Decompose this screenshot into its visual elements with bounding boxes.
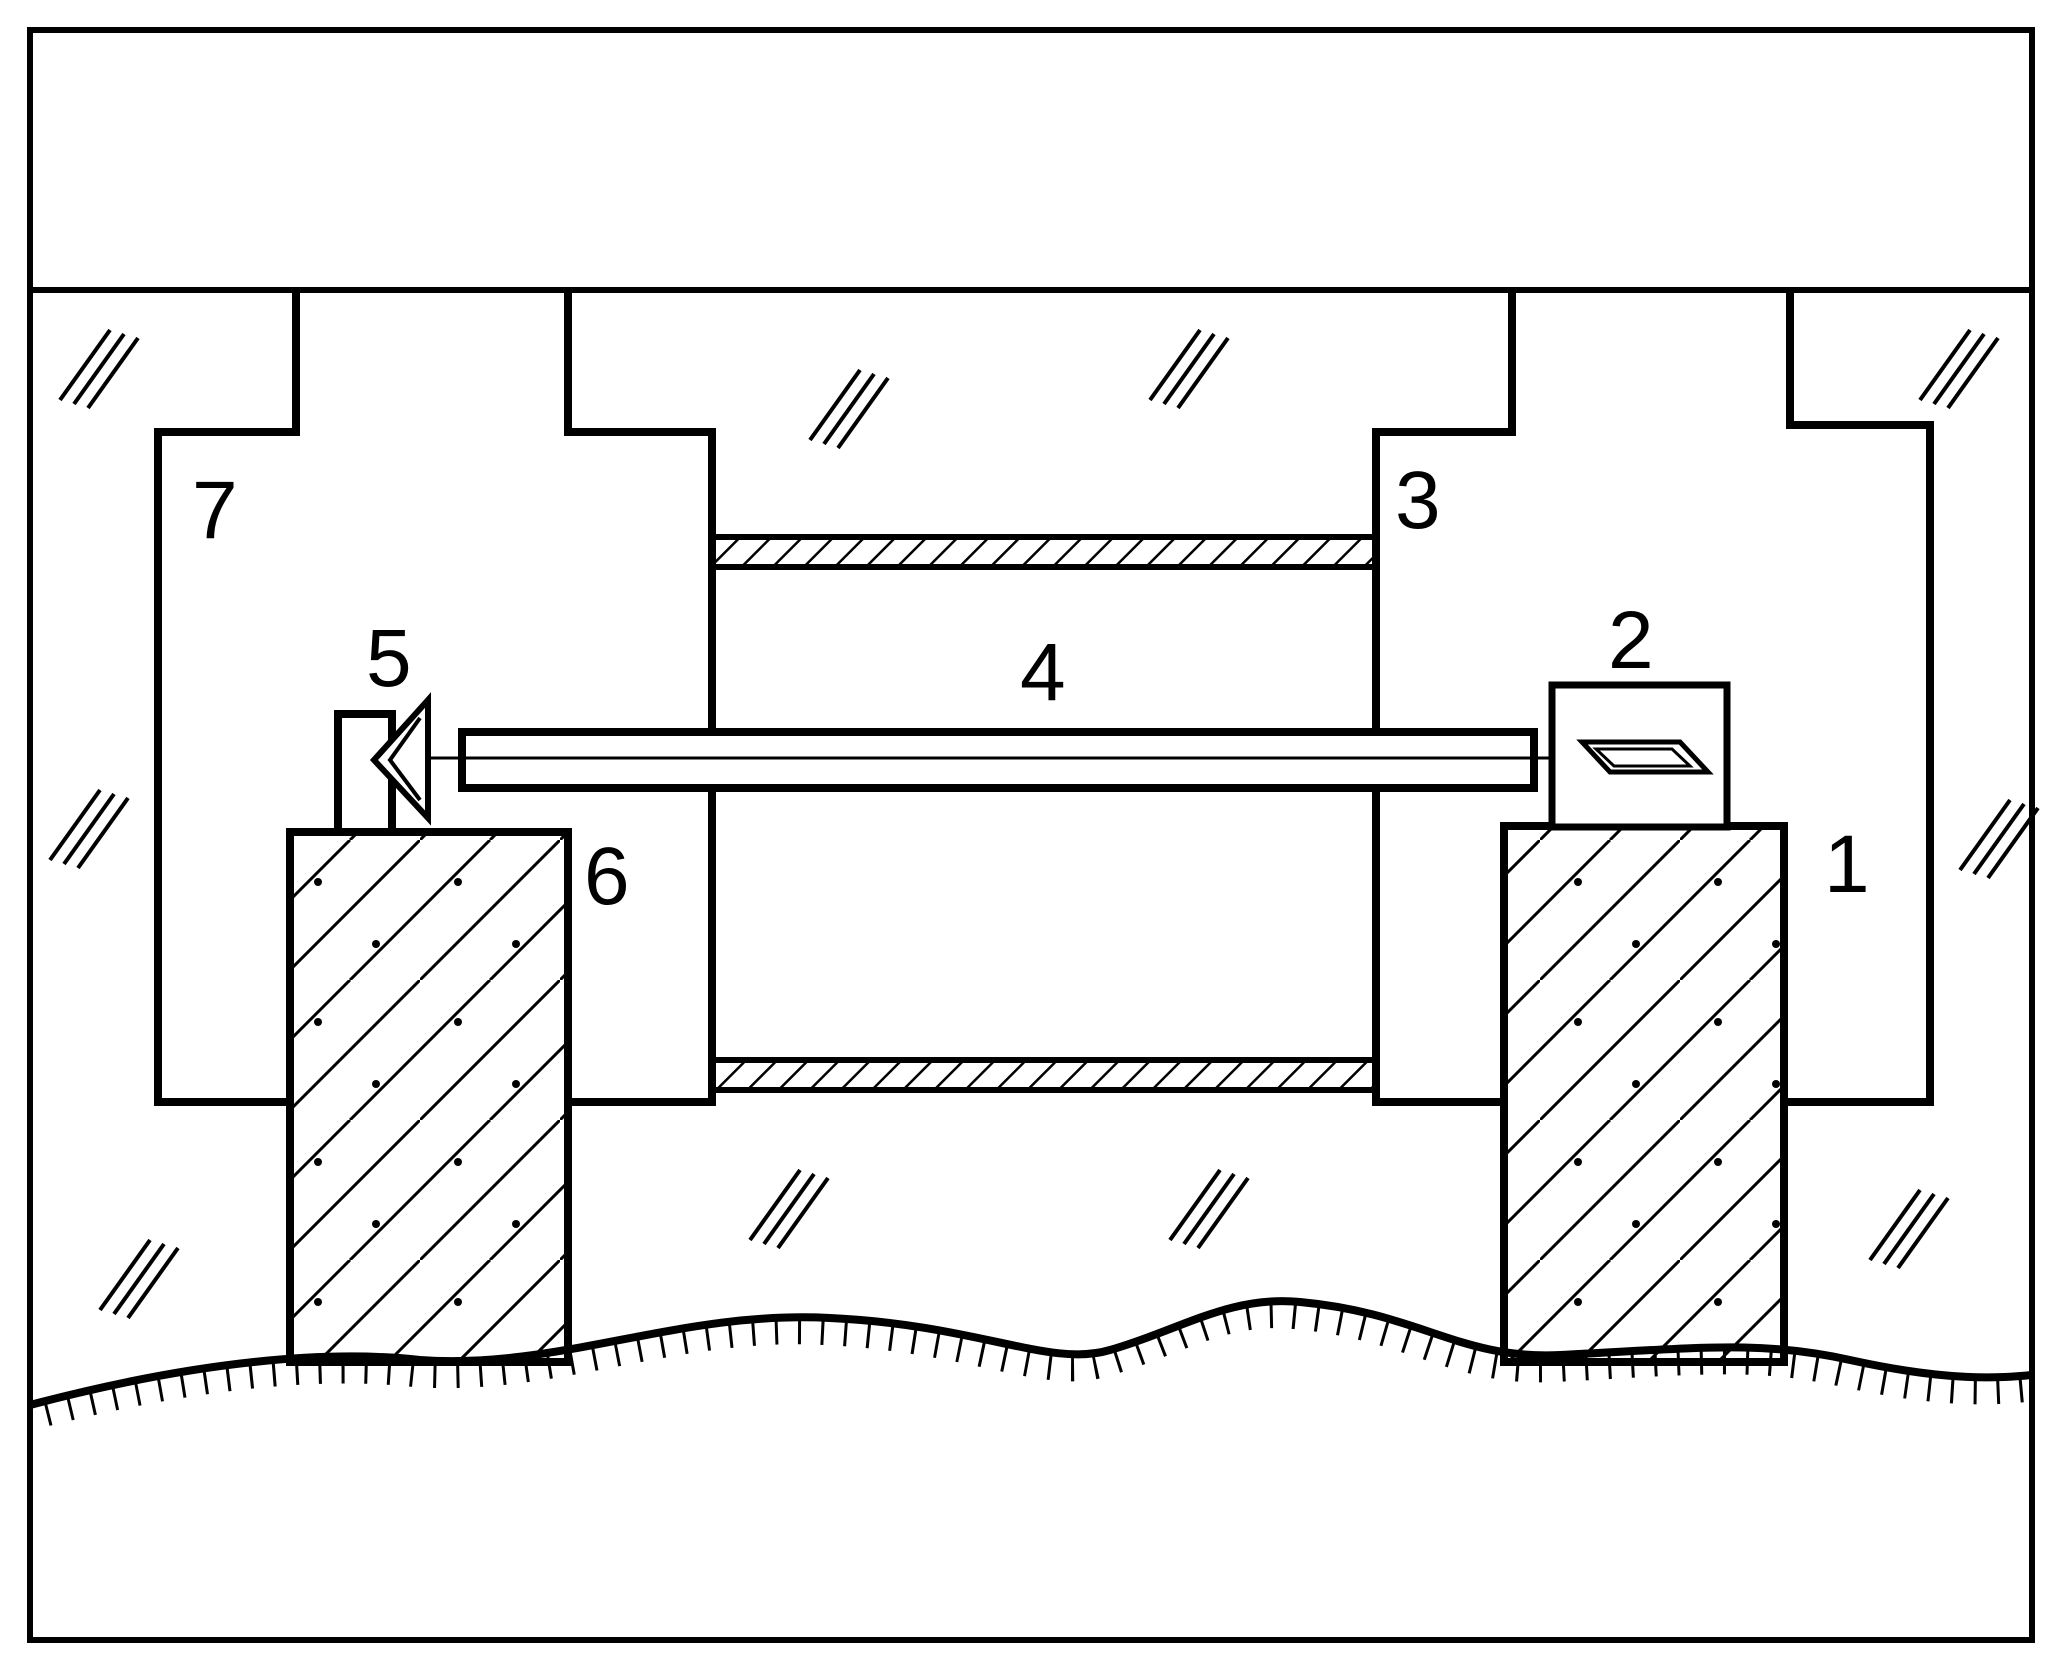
label-3: 3 — [1395, 455, 1441, 546]
left-pillar — [286, 828, 572, 1366]
beam-tube — [458, 728, 1538, 792]
wall-hatching — [48, 328, 2040, 1320]
chamber-outline — [154, 290, 1934, 1106]
ground — [30, 1297, 2032, 1431]
label-5: 5 — [366, 613, 412, 704]
reflector — [334, 692, 431, 832]
label-4: 4 — [1020, 627, 1066, 718]
label-7: 7 — [192, 465, 238, 556]
label-1: 1 — [1824, 819, 1870, 910]
right-pillar — [1500, 822, 1788, 1366]
test-drum — [709, 534, 1379, 1093]
label-2: 2 — [1608, 595, 1654, 686]
laser-head — [1548, 681, 1731, 831]
label-6: 6 — [584, 831, 630, 922]
